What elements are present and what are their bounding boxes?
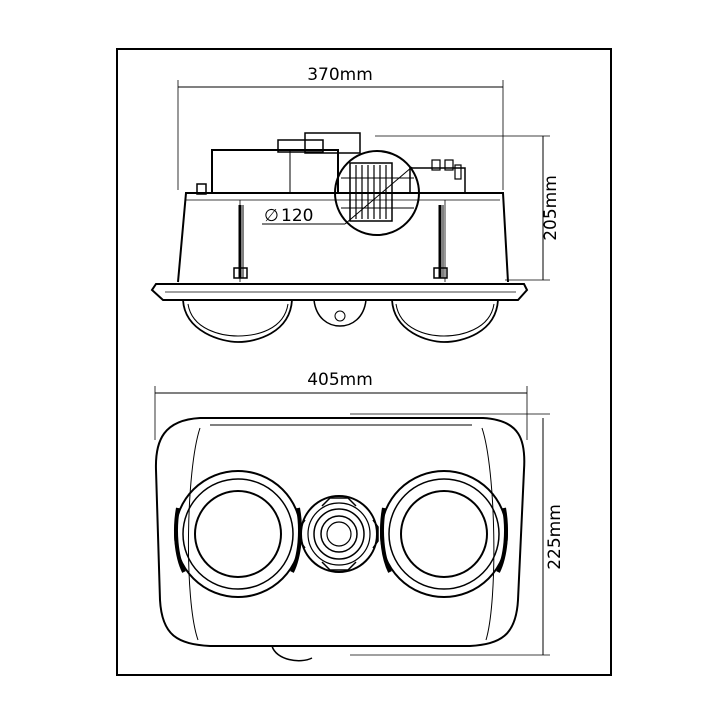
top-depth-dimension: 225mm: [350, 413, 565, 656]
top-grille: [154, 417, 526, 662]
duct-diameter-symbol: ∅: [264, 206, 279, 226]
top-view: 405mm 225mm: [154, 370, 565, 662]
top-lamp-left: [174, 470, 302, 598]
top-center-light: [299, 495, 379, 573]
side-width-dimension: 370mm: [177, 65, 504, 190]
side-height-dimension: 205mm: [375, 135, 561, 281]
side-view: 370mm 205mm: [150, 65, 561, 343]
top-depth-label: 225mm: [545, 504, 565, 570]
side-housing: [150, 183, 529, 301]
drawing-border: [116, 48, 612, 676]
side-duct-outlet: ∅ 120: [262, 150, 420, 236]
duct-diameter-label: 120: [281, 206, 313, 226]
side-motor-block: [211, 132, 466, 194]
side-lamps: [182, 299, 499, 343]
top-width-label: 405mm: [307, 370, 373, 390]
side-height-label: 205mm: [541, 175, 561, 241]
top-width-dimension: 405mm: [154, 370, 528, 440]
side-width-label: 370mm: [307, 65, 373, 85]
top-lamp-right: [380, 470, 508, 598]
